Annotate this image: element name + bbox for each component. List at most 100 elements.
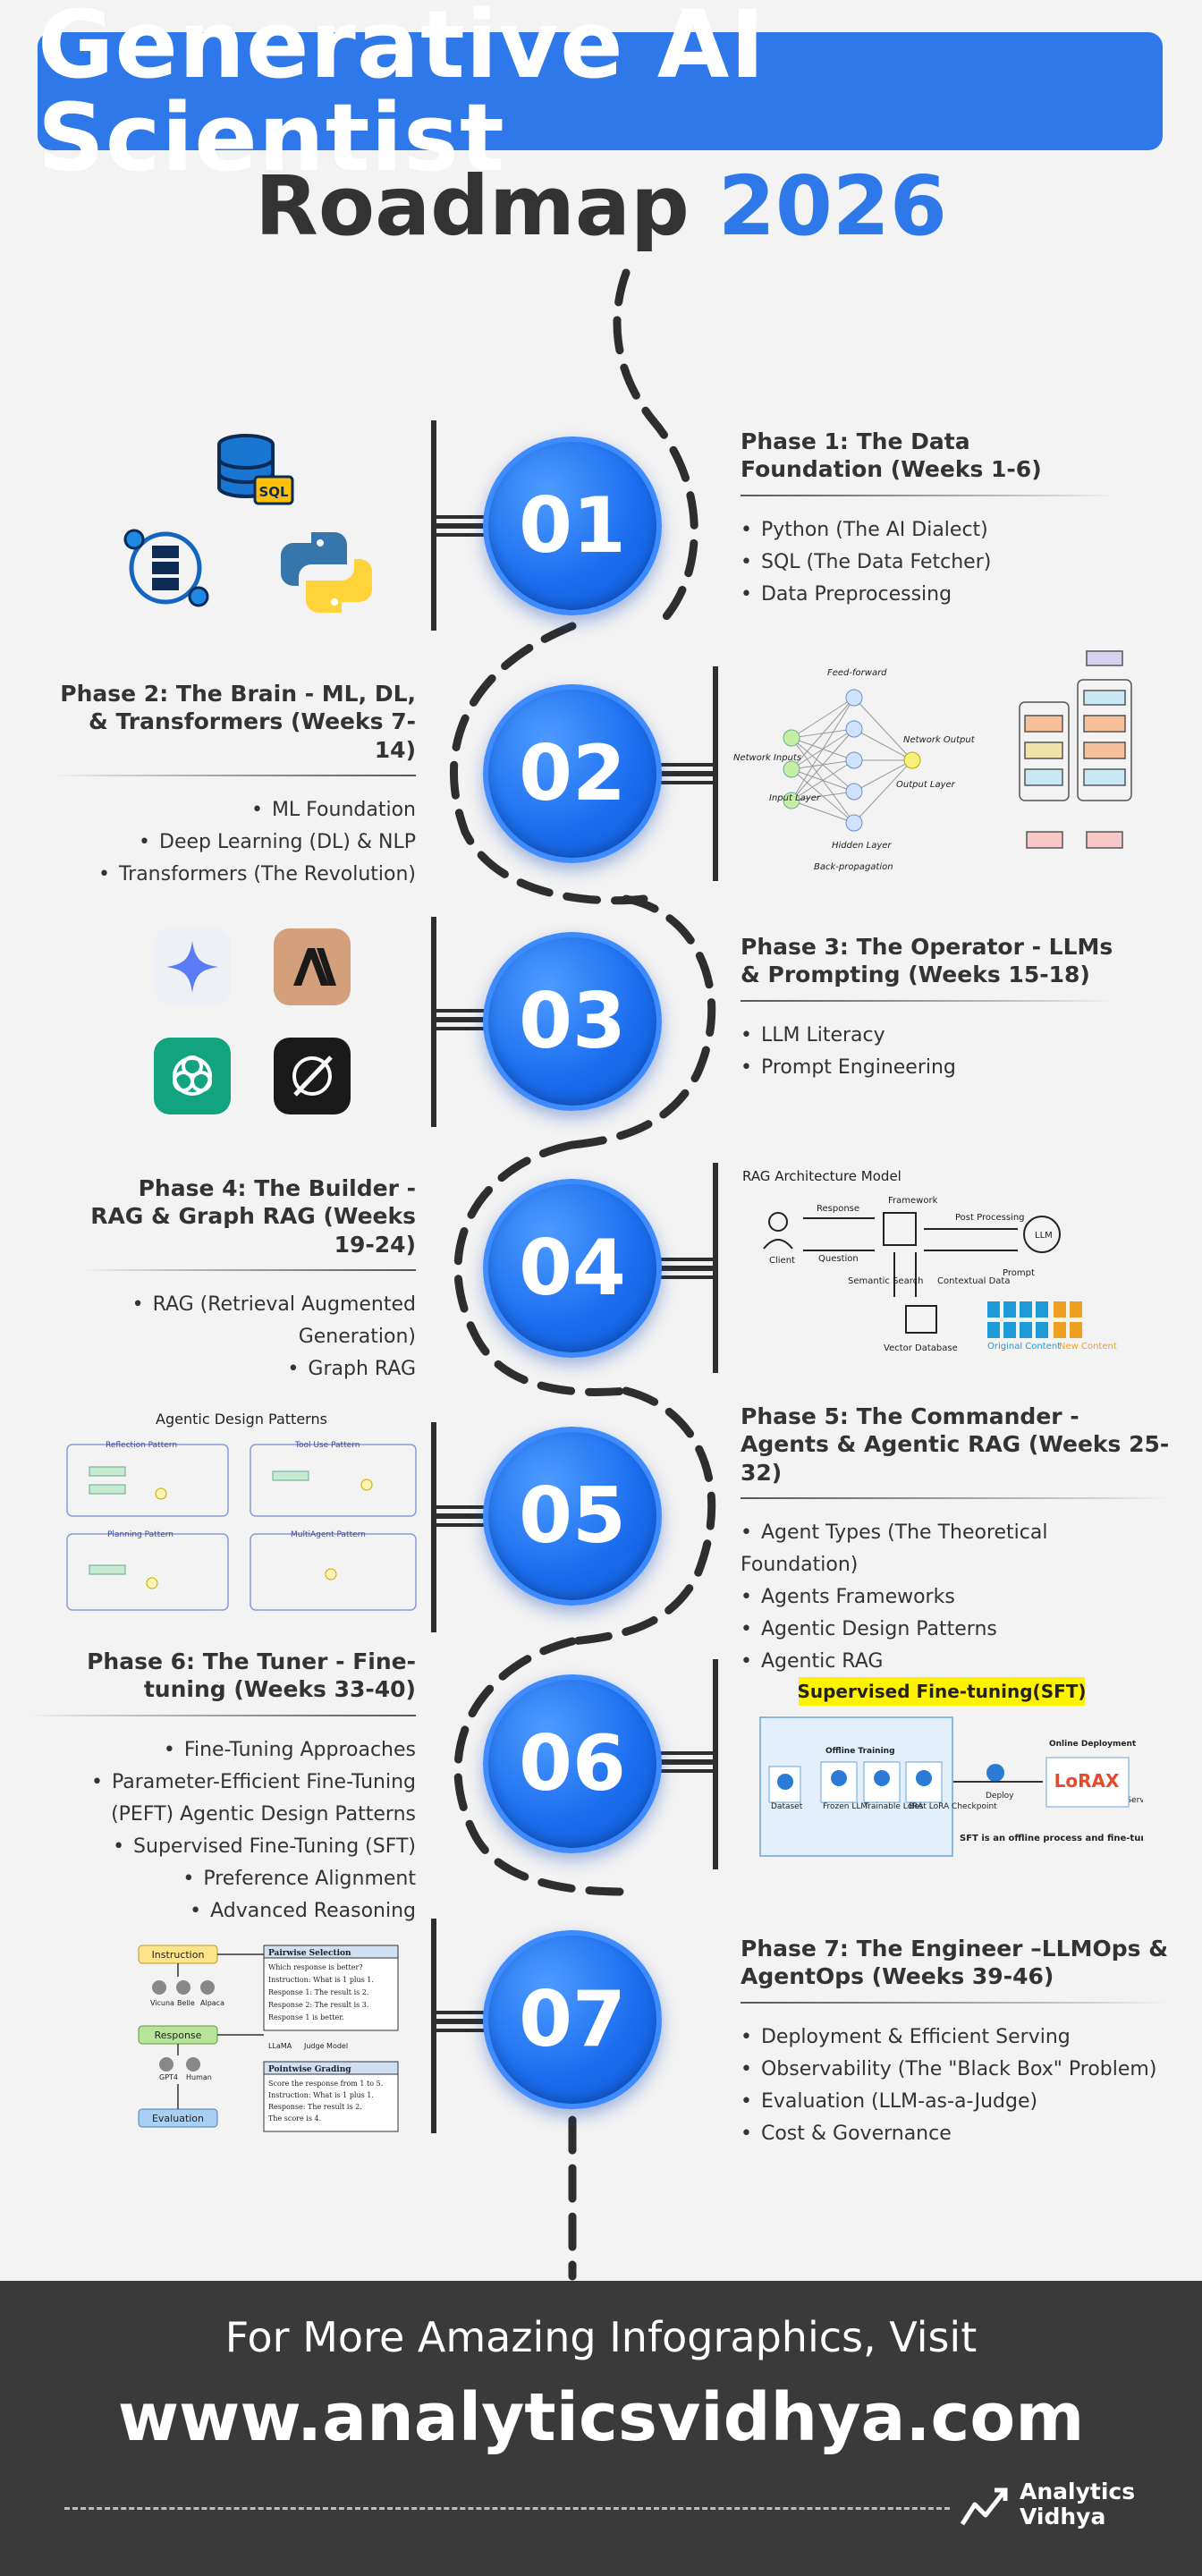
agentic-patterns-diagram: Agentic Design Patterns Reflection Patte… bbox=[66, 1411, 417, 1611]
judge-pt-line: The score is 4. bbox=[268, 2114, 321, 2123]
anthropic-icon bbox=[274, 928, 351, 1005]
phase-number-04: 04 bbox=[483, 1179, 662, 1358]
subtitle-year: 2026 bbox=[717, 158, 947, 254]
transformer-block-icon bbox=[1019, 650, 1132, 849]
server-sync-icon bbox=[123, 529, 209, 607]
spine-seg-2 bbox=[568, 894, 716, 1149]
phase-2-list: ML Foundation Deep Learning (DL) & NLP T… bbox=[54, 794, 416, 891]
framework-icon bbox=[883, 1212, 917, 1246]
list-item: Python (The AI Dialect) bbox=[741, 514, 1116, 547]
phase-number-01: 01 bbox=[483, 436, 662, 615]
phase-3-list: LLM Literacy Prompt Engineering bbox=[741, 1020, 1116, 1084]
judge-label-judge-model: Judge Model bbox=[303, 2042, 348, 2050]
judge-pt-line: Score the response from 1 to 5. bbox=[268, 2080, 383, 2088]
list-item: Parameter-Efficient Fine-Tuning (PEFT) A… bbox=[27, 1767, 416, 1831]
phase-1-card: Phase 1: The Data Foundation (Weeks 1-6)… bbox=[741, 428, 1116, 611]
list-item: SQL (The Data Fetcher) bbox=[741, 547, 1116, 579]
phase-6-list: Fine-Tuning Approaches Parameter-Efficie… bbox=[27, 1734, 416, 1928]
neural-network-diagram: Feed-forward Network Inputs Input Layer … bbox=[733, 650, 1132, 872]
footer-brand: Analytics Vidhya bbox=[1020, 2479, 1135, 2529]
phase-5-divider bbox=[741, 1496, 1170, 1499]
judge-pw-line: Which response is better? bbox=[268, 1963, 363, 1971]
agentic-title: Agentic Design Patterns bbox=[156, 1411, 327, 1428]
phase-3-card: Phase 3: The Operator - LLMs & Prompting… bbox=[741, 933, 1116, 1084]
sft-label-dataset: Dataset bbox=[771, 1802, 803, 1811]
rag-title: RAG Architecture Model bbox=[742, 1168, 902, 1184]
list-item: Supervised Fine-Tuning (SFT) bbox=[27, 1831, 416, 1863]
phase-1-icons: SQL bbox=[123, 434, 372, 613]
judge-label-instruction: Instruction bbox=[152, 1949, 205, 1961]
rag-label-question: Question bbox=[818, 1254, 859, 1264]
list-item: Agents Frameworks bbox=[741, 1581, 1170, 1614]
judge-label-evaluation: Evaluation bbox=[152, 2113, 204, 2124]
roadmap-spine bbox=[431, 268, 718, 2281]
nn-label-inputs: Network Inputs bbox=[733, 753, 801, 763]
gemini-icon bbox=[154, 928, 231, 1005]
phase-3-title: Phase 3: The Operator - LLMs & Prompting… bbox=[741, 934, 1113, 988]
phase-3-divider bbox=[741, 999, 1116, 1002]
list-item: Evaluation (LLM-as-a-Judge) bbox=[741, 2086, 1170, 2118]
phase-number-02: 02 bbox=[483, 684, 662, 863]
sft-label-frozen: Frozen LLM bbox=[823, 1802, 868, 1811]
rag-label-framework: Framework bbox=[888, 1196, 938, 1206]
list-item: Agent Types (The Theoretical Foundation) bbox=[741, 1517, 1170, 1581]
sql-badge-label: SQL bbox=[258, 484, 289, 500]
list-item: Deep Learning (DL) & NLP bbox=[54, 826, 416, 859]
bracket-3 bbox=[431, 917, 487, 1127]
list-item: Agentic Design Patterns bbox=[741, 1614, 1170, 1646]
sft-title: Supervised Fine-tuning(SFT) bbox=[797, 1681, 1086, 1702]
list-item: Data Preprocessing bbox=[741, 579, 1116, 611]
rag-label-prompt: Prompt bbox=[1003, 1268, 1035, 1278]
phase-4-title: Phase 4: The Builder - RAG & Graph RAG (… bbox=[90, 1175, 416, 1258]
phase-5-title: Phase 5: The Commander - Agents & Agenti… bbox=[741, 1403, 1170, 1486]
phase-6-card: Phase 6: The Tuner - Fine-tuning (Weeks … bbox=[27, 1648, 416, 1928]
bracket-6 bbox=[657, 1659, 718, 1869]
judge-label-belle: Belle bbox=[177, 1999, 195, 2007]
page-subtitle: Roadmap 2026 bbox=[0, 161, 1202, 251]
agentic-label-reflection: Reflection Pattern bbox=[106, 1441, 177, 1450]
sql-badge-icon bbox=[253, 475, 294, 505]
bracket-2 bbox=[657, 666, 718, 881]
phase-5-list: Agent Types (The Theoretical Foundation)… bbox=[741, 1517, 1170, 1678]
judge-pw-line: Response 2: The result is 3. bbox=[268, 2001, 368, 2009]
phase-number-06: 06 bbox=[483, 1674, 662, 1853]
phase-7-title: Phase 7: The Engineer –LLMOps & AgentOps… bbox=[741, 1936, 1168, 1990]
spine-top bbox=[613, 268, 698, 626]
judge-pt-line: Instruction: What is 1 plus 1. bbox=[268, 2091, 374, 2099]
list-item: Cost & Governance bbox=[741, 2118, 1170, 2150]
rag-label-vector-db: Vector Database bbox=[884, 1343, 958, 1353]
agentic-label-tool-use: Tool Use Pattern bbox=[294, 1441, 360, 1450]
list-item: Transformers (The Revolution) bbox=[54, 859, 416, 891]
judge-pt-line: Response: The result is 2. bbox=[268, 2103, 362, 2111]
list-item: RAG (Retrieval Augmented Generation) bbox=[80, 1289, 416, 1353]
nn-label-hidden-layer: Hidden Layer bbox=[832, 841, 892, 851]
rag-architecture-diagram: RAG Architecture Model Response Framewor… bbox=[742, 1168, 1117, 1353]
list-item: Prompt Engineering bbox=[741, 1052, 1116, 1084]
judge-label-alpaca: Alpaca bbox=[200, 1999, 224, 2007]
rag-label-llm: LLM bbox=[1035, 1231, 1053, 1241]
phase-1-title: Phase 1: The Data Foundation (Weeks 1-6) bbox=[741, 428, 1042, 483]
judge-label-response: Response bbox=[155, 2029, 202, 2041]
judge-pw-line: Response 1: The result is 2. bbox=[268, 1988, 368, 1996]
judge-pw-line: Response 1 is better. bbox=[268, 2013, 344, 2021]
judge-label-gpt4: GPT4 bbox=[159, 2073, 178, 2081]
page-title: Generative AI Scientist bbox=[38, 0, 766, 192]
python-icon bbox=[281, 532, 372, 613]
spine-seg-3 bbox=[453, 1140, 631, 1396]
rag-label-response: Response bbox=[817, 1204, 859, 1214]
rag-label-original: Original Content bbox=[987, 1342, 1061, 1352]
footer-tagline: For More Amazing Infographics, Visit bbox=[224, 2313, 978, 2361]
phase-2-card: Phase 2: The Brain - ML, DL, & Transform… bbox=[54, 680, 416, 891]
sft-title-highlight bbox=[799, 1677, 1085, 1706]
phase-4-card: Phase 4: The Builder - RAG & Graph RAG (… bbox=[80, 1174, 416, 1385]
phase-number-07: 07 bbox=[483, 1930, 662, 2109]
phase-7-list: Deployment & Efficient Serving Observabi… bbox=[741, 2021, 1170, 2150]
vector-db-icon bbox=[905, 1305, 937, 1334]
phase-2-title: Phase 2: The Brain - ML, DL, & Transform… bbox=[60, 681, 416, 763]
footer-url-link[interactable]: www.analyticsvidhya.com bbox=[117, 2379, 1085, 2456]
client-icon bbox=[768, 1212, 788, 1232]
agentic-label-planning: Planning Pattern bbox=[107, 1530, 174, 1539]
rag-label-contextual-data: Contextual Data bbox=[937, 1276, 1010, 1286]
bracket-5 bbox=[431, 1422, 487, 1632]
list-item: Graph RAG bbox=[80, 1353, 416, 1385]
